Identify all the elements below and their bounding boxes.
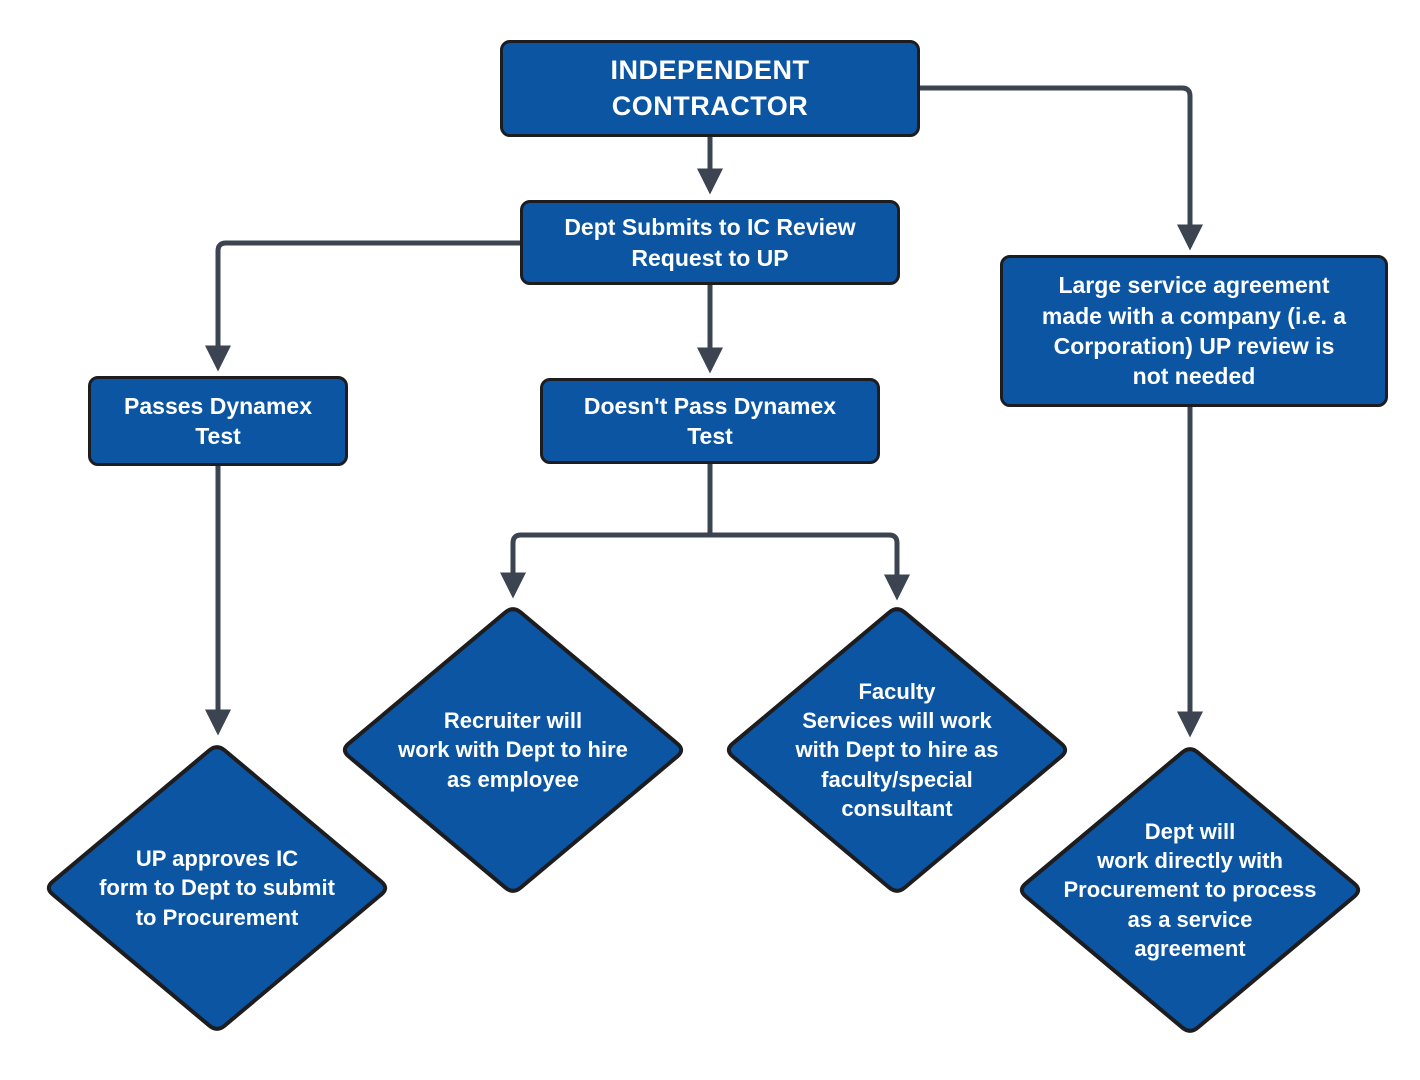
diamond-shape-icon <box>1019 747 1361 1033</box>
node-doesnt-pass-dynamex-test-label: Doesn't Pass Dynamex Test <box>583 392 837 449</box>
node-doesnt-pass-dynamex-test: Doesn't Pass Dynamex Test <box>540 378 880 464</box>
diamond-shape-icon <box>46 745 388 1031</box>
node-dept-submits-ic-review: Dept Submits to IC Review Request to UP <box>520 200 900 285</box>
node-up-approves-ic-form: UP approves IC form to Dept to submit to… <box>41 740 393 1036</box>
connector-dept-submits-to-passes <box>205 240 520 372</box>
node-dept-submits-ic-review-label: Dept Submits to IC Review Request to UP <box>564 214 856 271</box>
diamond-shape-icon <box>342 607 684 893</box>
node-dept-procurement-service-agreement: Dept will work directly with Procurement… <box>1014 742 1366 1038</box>
node-large-service-agreement: Large service agreement made with a comp… <box>1000 255 1388 407</box>
connector-split-to-faculty <box>710 532 910 601</box>
connector-ic-to-large-service <box>920 85 1203 251</box>
node-passes-dynamex-test-label: Passes Dynamex Test <box>124 392 312 449</box>
node-faculty-services-hire: Faculty Services will work with Dept to … <box>721 602 1073 898</box>
node-independent-contractor: INDEPENDENT CONTRACTOR <box>500 40 920 137</box>
node-up-approves-ic-form-label: UP approves IC form to Dept to submit to… <box>99 846 335 930</box>
node-recruiter-hire-employee: Recruiter will work with Dept to hire as… <box>337 602 689 898</box>
node-independent-contractor-label: INDEPENDENT CONTRACTOR <box>610 54 810 121</box>
connector-split-to-recruiter <box>500 532 710 599</box>
node-passes-dynamex-test: Passes Dynamex Test <box>88 376 348 466</box>
diamond-shape-icon <box>726 607 1068 893</box>
node-dept-procurement-service-agreement-label: Dept will work directly with Procurement… <box>1063 819 1317 961</box>
node-recruiter-hire-employee-label: Recruiter will work with Dept to hire as… <box>398 708 628 792</box>
node-large-service-agreement-label: Large service agreement made with a comp… <box>1041 272 1347 390</box>
node-faculty-services-hire-label: Faculty Services will work with Dept to … <box>795 679 999 821</box>
